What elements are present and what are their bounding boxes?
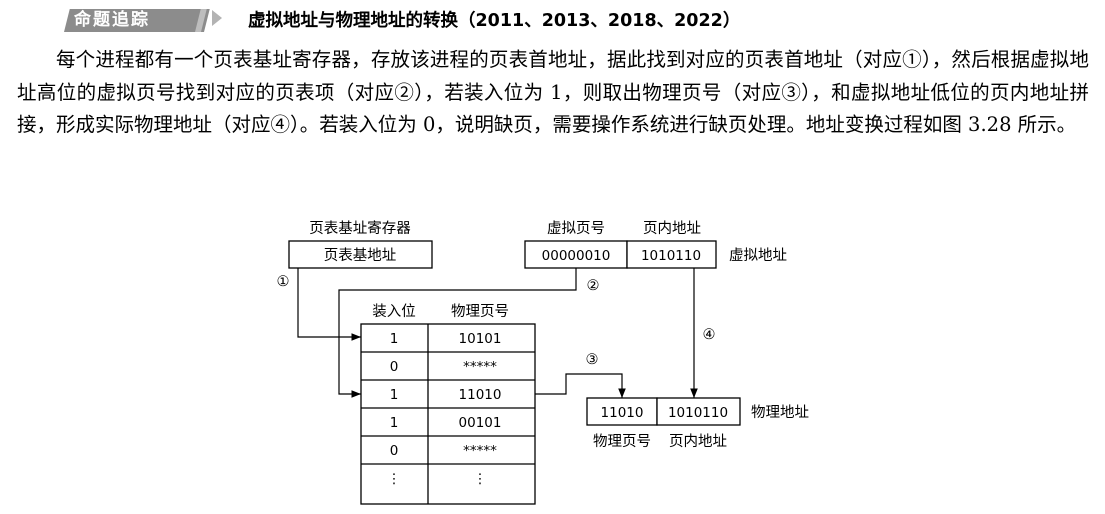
table-header-present-bit: 装入位: [372, 303, 416, 320]
register-title: 页表基址寄存器: [309, 219, 411, 237]
arrow-3-frame-to-paddr: [535, 373, 626, 398]
paddr-offset: 1010110: [668, 405, 728, 421]
vaddr-header-offset: 页内地址: [643, 220, 701, 237]
present-bit-cell: ⋮: [387, 471, 401, 487]
frame-number-cell: 10101: [459, 331, 502, 347]
paddr-offset-cell: [656, 397, 741, 426]
arrow-1-base-to-table: [297, 268, 361, 341]
page-table: [360, 323, 536, 505]
vaddr-header-page-number: 虚拟页号: [547, 220, 605, 237]
frame-number-cell: ⋮: [473, 471, 487, 487]
vaddr-page-number: 00000010: [542, 248, 611, 264]
frame-number-cell: 00101: [459, 415, 502, 431]
present-bit-cell: 1: [390, 331, 399, 347]
paddr-caption-offset: 页内地址: [669, 433, 727, 450]
marker-3: ③: [586, 352, 599, 368]
present-bit-cell: 1: [390, 387, 399, 403]
frame-number-cell: *****: [463, 443, 497, 459]
vaddr-offset-cell: [626, 240, 717, 269]
vaddr-label: 虚拟地址: [729, 247, 787, 264]
arrow-2-vpn-to-entry: [338, 268, 577, 398]
section-title: 虚拟地址与物理地址的转换（2011、2013、2018、2022）: [248, 11, 741, 31]
table-header-frame-number: 物理页号: [451, 303, 509, 320]
body-paragraph: 每个进程都有一个页表基址寄存器，存放该进程的页表首地址，据此找到对应的页表首地址…: [17, 48, 1089, 137]
present-bit-cell: 0: [390, 443, 399, 459]
paddr-frame-cell: [586, 397, 658, 426]
present-bit-cell: 0: [390, 359, 399, 375]
marker-4: ④: [703, 327, 716, 343]
marker-2: ②: [587, 278, 600, 294]
paddr-caption-frame: 物理页号: [593, 433, 651, 450]
marker-1: ①: [277, 274, 290, 290]
register-box: [288, 240, 433, 269]
badge-label: 命题追踪: [74, 10, 150, 30]
triangle-arrow-icon: [212, 10, 222, 26]
frame-number-cell: *****: [463, 359, 497, 375]
paddr-label: 物理地址: [751, 404, 809, 421]
register-value: 页表基地址: [324, 247, 397, 264]
vaddr-offset: 1010110: [641, 248, 701, 264]
present-bit-cell: 1: [390, 415, 399, 431]
section-header: 命题追踪 虚拟地址与物理地址的转换（2011、2013、2018、2022）: [64, 6, 1064, 36]
vaddr-page-number-cell: [524, 240, 628, 269]
frame-number-cell: 11010: [459, 387, 502, 403]
paddr-frame-number: 11010: [601, 405, 644, 421]
